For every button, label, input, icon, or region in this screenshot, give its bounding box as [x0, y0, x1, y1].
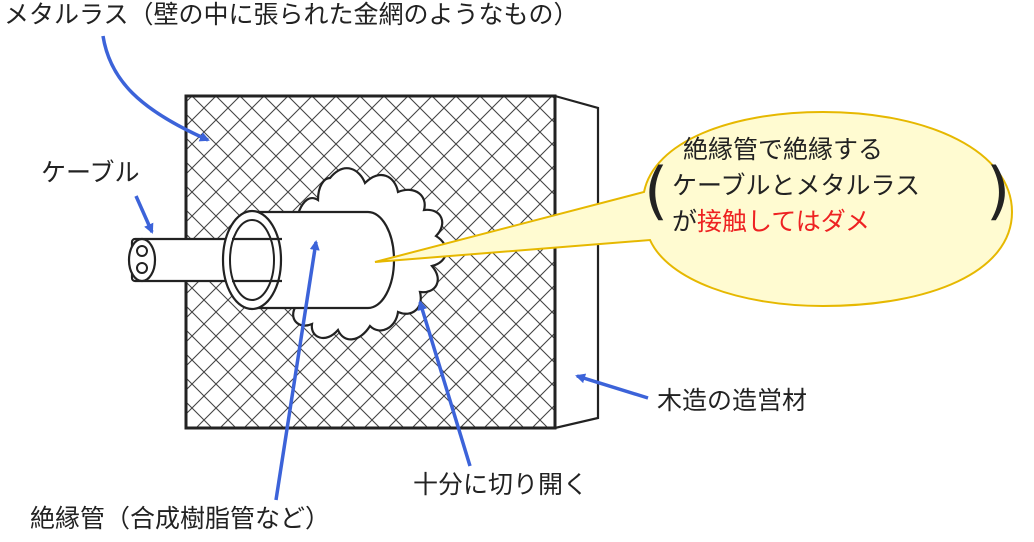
cable-inside-tube: [232, 237, 282, 283]
bubble-line-1: 絶縁管で絶縁する: [683, 135, 884, 164]
cable-conductor-2: [136, 262, 148, 274]
cable-conductor-1: [136, 245, 148, 257]
insulation-tube-body: [248, 210, 396, 310]
wall-side-face: [553, 94, 600, 430]
cable-end: [127, 237, 157, 283]
arrow-metal-lath: [101, 35, 210, 142]
bubble-paren-close: ): [986, 154, 1011, 227]
bubble-line-2: ケーブルとメタルラス: [672, 171, 921, 200]
arrow-cable: [134, 195, 154, 234]
label-insulation-tube: 絶縁管（合成樹脂管など）: [30, 504, 331, 533]
speech-bubble: [374, 110, 1014, 308]
bubble-line-3-prefix: が: [672, 207, 698, 236]
label-wood-material: 木造の造営材: [657, 386, 808, 415]
arrow-insulation-tube: [274, 240, 320, 501]
bubble-warning-text: 接触してはダメ: [697, 207, 871, 236]
label-cut-open: 十分に切り開く: [413, 470, 589, 499]
label-cable: ケーブル: [41, 158, 140, 187]
bubble-line-3: が接触してはダメ: [672, 209, 870, 234]
insulation-tube-mouth-inner: [229, 219, 275, 301]
arrow-wood: [575, 373, 649, 400]
arrow-cut-open: [417, 300, 472, 467]
bubble-paren-open: (: [644, 154, 669, 227]
label-metal-lath: メタルラス（壁の中に張られた金網のようなもの）: [4, 0, 579, 29]
